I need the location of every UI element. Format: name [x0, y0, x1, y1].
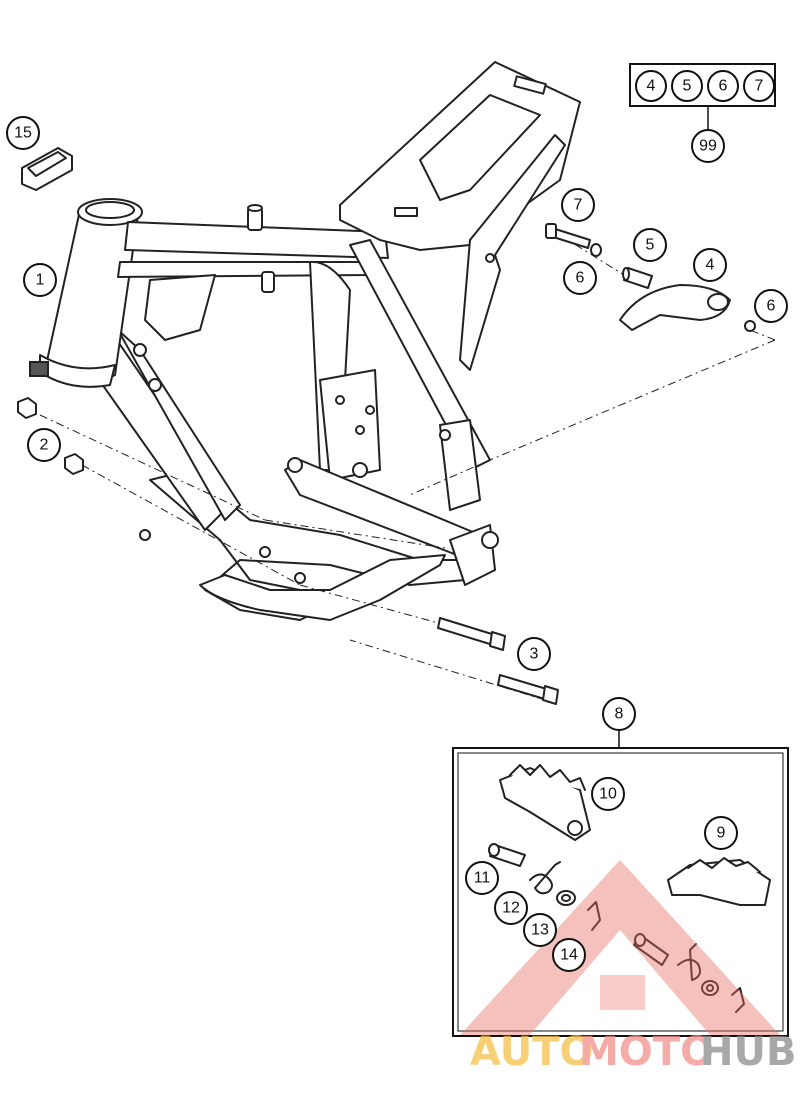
- callout-6a: 6: [563, 261, 597, 295]
- callout-9: 9: [704, 816, 738, 850]
- callout-9-label: 9: [717, 825, 726, 842]
- callout-6a-label: 6: [576, 270, 585, 287]
- callout-15: 15: [6, 116, 40, 150]
- callout-1-label: 1: [36, 272, 45, 289]
- callout-10-label: 10: [599, 786, 617, 803]
- callout-kit-4: 4: [635, 70, 667, 102]
- callout-10: 10: [591, 777, 625, 811]
- callout-5-label: 5: [646, 237, 655, 254]
- callout-13-label: 13: [531, 922, 549, 939]
- callout-1: 1: [23, 263, 57, 297]
- watermark-moto: MOTO: [579, 1029, 714, 1075]
- footrest-assembly-box: [452, 730, 789, 1037]
- callout-8-label: 8: [615, 706, 624, 723]
- watermark-auto: AUTO: [470, 1029, 594, 1075]
- bolts: [437, 617, 559, 705]
- callout-8: 8: [602, 697, 636, 731]
- callout-99-label: 99: [699, 138, 717, 155]
- rubber-cap: [21, 147, 73, 191]
- nuts: [17, 397, 84, 475]
- callout-14-label: 14: [560, 947, 578, 964]
- kit-group-99: [629, 63, 776, 130]
- side-stand-parts: [545, 223, 756, 332]
- callout-2: 2: [27, 428, 61, 462]
- callout-13: 13: [523, 913, 557, 947]
- callouts: 15 1 2 3 7 5 4 6 6 4 5 6 7 99 8 10 9 11 …: [6, 70, 788, 972]
- callout-15-label: 15: [14, 125, 32, 142]
- kit-item-6-label: 6: [719, 78, 728, 95]
- automotohub-watermark: AUTO MOTO HUB: [460, 860, 796, 1075]
- callout-5: 5: [633, 228, 667, 262]
- callout-11-label: 11: [474, 870, 491, 887]
- kit-item-7-label: 7: [755, 78, 764, 95]
- callout-11: 11: [465, 861, 499, 895]
- callout-6b-label: 6: [767, 298, 776, 315]
- kit-item-4-label: 4: [647, 78, 656, 95]
- callout-6b: 6: [754, 289, 788, 323]
- callout-99: 99: [691, 129, 725, 163]
- callout-kit-6: 6: [707, 70, 739, 102]
- kit-contents-box: [629, 63, 776, 107]
- callout-7-label: 7: [574, 197, 583, 214]
- callout-4: 4: [693, 248, 727, 282]
- callout-kit-5: 5: [671, 70, 703, 102]
- callout-12-label: 12: [502, 900, 520, 917]
- kit-item-5-label: 5: [683, 78, 692, 95]
- callout-12: 12: [494, 891, 528, 925]
- callout-7: 7: [561, 188, 595, 222]
- callout-2-label: 2: [40, 437, 49, 454]
- callout-4-label: 4: [706, 257, 715, 274]
- callout-14: 14: [552, 938, 586, 972]
- callout-3: 3: [517, 637, 551, 671]
- frame-assembly: [29, 61, 581, 621]
- watermark-hub: HUB: [700, 1029, 796, 1075]
- callout-3-label: 3: [530, 646, 539, 663]
- callout-kit-7: 7: [743, 70, 775, 102]
